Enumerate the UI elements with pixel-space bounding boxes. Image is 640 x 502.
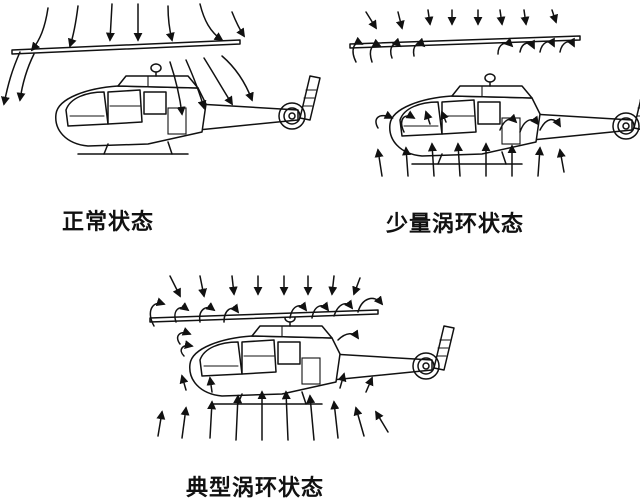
caption-light-vortex-state: 少量涡环状态 [386,211,525,237]
panel-normal-helicopter [55,63,321,155]
panel-light-down-arrows [365,9,558,30]
panel-light-rotor [349,35,581,49]
caption-typical-vortex-state: 典型涡环状态 [186,475,325,501]
caption-normal-state: 正常状态 [62,209,155,235]
panel-light-vortex-curls [352,36,575,133]
panel-normal-airflow-arrows [0,3,254,116]
panel-typical-vortex-curls [149,295,384,357]
panel-typical-down-arrows [169,275,361,298]
panel-typical-helicopter [189,313,455,405]
panel-typical-up-arrows [156,372,389,441]
panel-normal-rotor [11,39,241,55]
panel-typical-rotor [149,309,379,323]
panel-light-up-arrows [374,110,566,177]
panel-light-helicopter [389,73,640,165]
